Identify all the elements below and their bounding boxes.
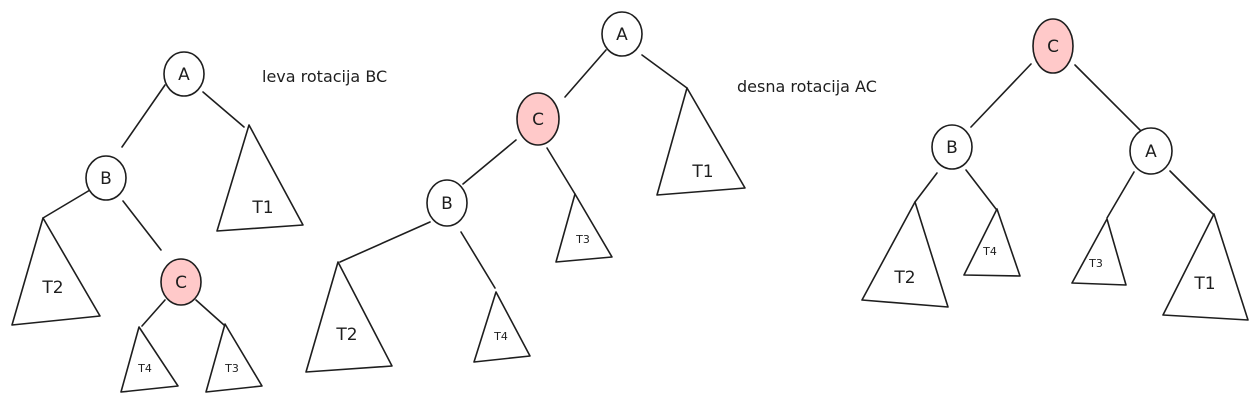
- node-b-circle: [426, 179, 468, 227]
- subtree-t2-triangle: [861, 201, 949, 308]
- edge-c-t3: [195, 299, 225, 326]
- node-a-label: A: [616, 25, 628, 45]
- edge-a-c: [564, 49, 607, 98]
- node-c-label: C: [175, 273, 187, 293]
- subtree-t3-label: T3: [1088, 257, 1103, 270]
- subtree-t3-label: T3: [224, 362, 239, 375]
- edge-a-b: [121, 84, 166, 148]
- subtree-t3-triangle: [205, 323, 263, 393]
- edge-a-t1: [641, 54, 688, 89]
- subtree-t1-label: T1: [691, 162, 713, 182]
- node-b-label: B: [441, 194, 453, 214]
- subtree-t1-triangle: [656, 87, 746, 196]
- subtree-t1-triangle: [1162, 213, 1249, 321]
- subtree-t2-triangle: [11, 217, 101, 326]
- tree-1: T1 T2 T4 T3 A B C: [11, 51, 304, 393]
- edge-c-b: [462, 139, 517, 185]
- node-c-circle[interactable]: [160, 258, 202, 306]
- edge-c-b: [970, 63, 1032, 128]
- edge-c-t3: [546, 147, 576, 195]
- node-b-circle: [85, 155, 127, 201]
- subtree-t4-label: T4: [493, 330, 508, 343]
- subtree-t4-triangle: [963, 208, 1021, 277]
- caption-left-rotation: leva rotacija BC: [262, 67, 387, 86]
- edge-b-t4: [460, 231, 496, 289]
- node-a-label: A: [178, 65, 190, 85]
- subtree-t2-label: T2: [41, 278, 63, 298]
- node-a-circle: [601, 11, 643, 57]
- subtree-t4-label: T4: [137, 362, 152, 375]
- subtree-t2-triangle: [305, 261, 393, 373]
- edge-b-t4: [965, 169, 997, 210]
- edge-b-t2: [42, 189, 91, 219]
- node-b-label: B: [946, 138, 958, 158]
- node-c-label: C: [532, 110, 544, 130]
- subtree-t1-triangle: [216, 124, 304, 232]
- edge-c-a: [1074, 64, 1141, 131]
- node-c-circle[interactable]: [1032, 18, 1074, 74]
- subtree-t4-triangle: [120, 326, 179, 393]
- subtree-t1-label: T1: [251, 198, 273, 218]
- node-a-circle: [163, 51, 205, 97]
- subtree-t4-label: T4: [982, 245, 997, 258]
- node-b-circle: [931, 124, 973, 170]
- caption-right-rotation: desna rotacija AC: [737, 77, 877, 96]
- edge-b-t2: [914, 172, 938, 203]
- node-c-circle[interactable]: [516, 92, 560, 146]
- tree-2: T1 T3 T2 T4 A C B: [305, 11, 746, 373]
- edge-b-t2: [339, 221, 431, 263]
- subtree-t2-label: T2: [893, 268, 915, 288]
- subtree-t3-label: T3: [575, 233, 590, 246]
- node-c-label: C: [1047, 37, 1059, 57]
- node-a-circle: [1129, 127, 1173, 175]
- edge-a-t1: [202, 91, 245, 128]
- node-a-label: A: [1145, 142, 1157, 162]
- edge-b-c: [122, 200, 162, 251]
- subtree-t1-label: T1: [1193, 274, 1215, 294]
- subtree-t3-triangle: [555, 193, 613, 263]
- edge-a-t3: [1106, 171, 1135, 219]
- tree-3: T2 T4 T3 T1 C B A: [861, 18, 1249, 321]
- subtree-t3-triangle: [1071, 218, 1127, 286]
- edge-a-t1: [1169, 170, 1214, 215]
- node-b-label: B: [100, 169, 112, 189]
- subtree-t4-triangle: [473, 291, 531, 363]
- edge-c-t4: [141, 299, 166, 327]
- subtree-t2-label: T2: [335, 325, 357, 345]
